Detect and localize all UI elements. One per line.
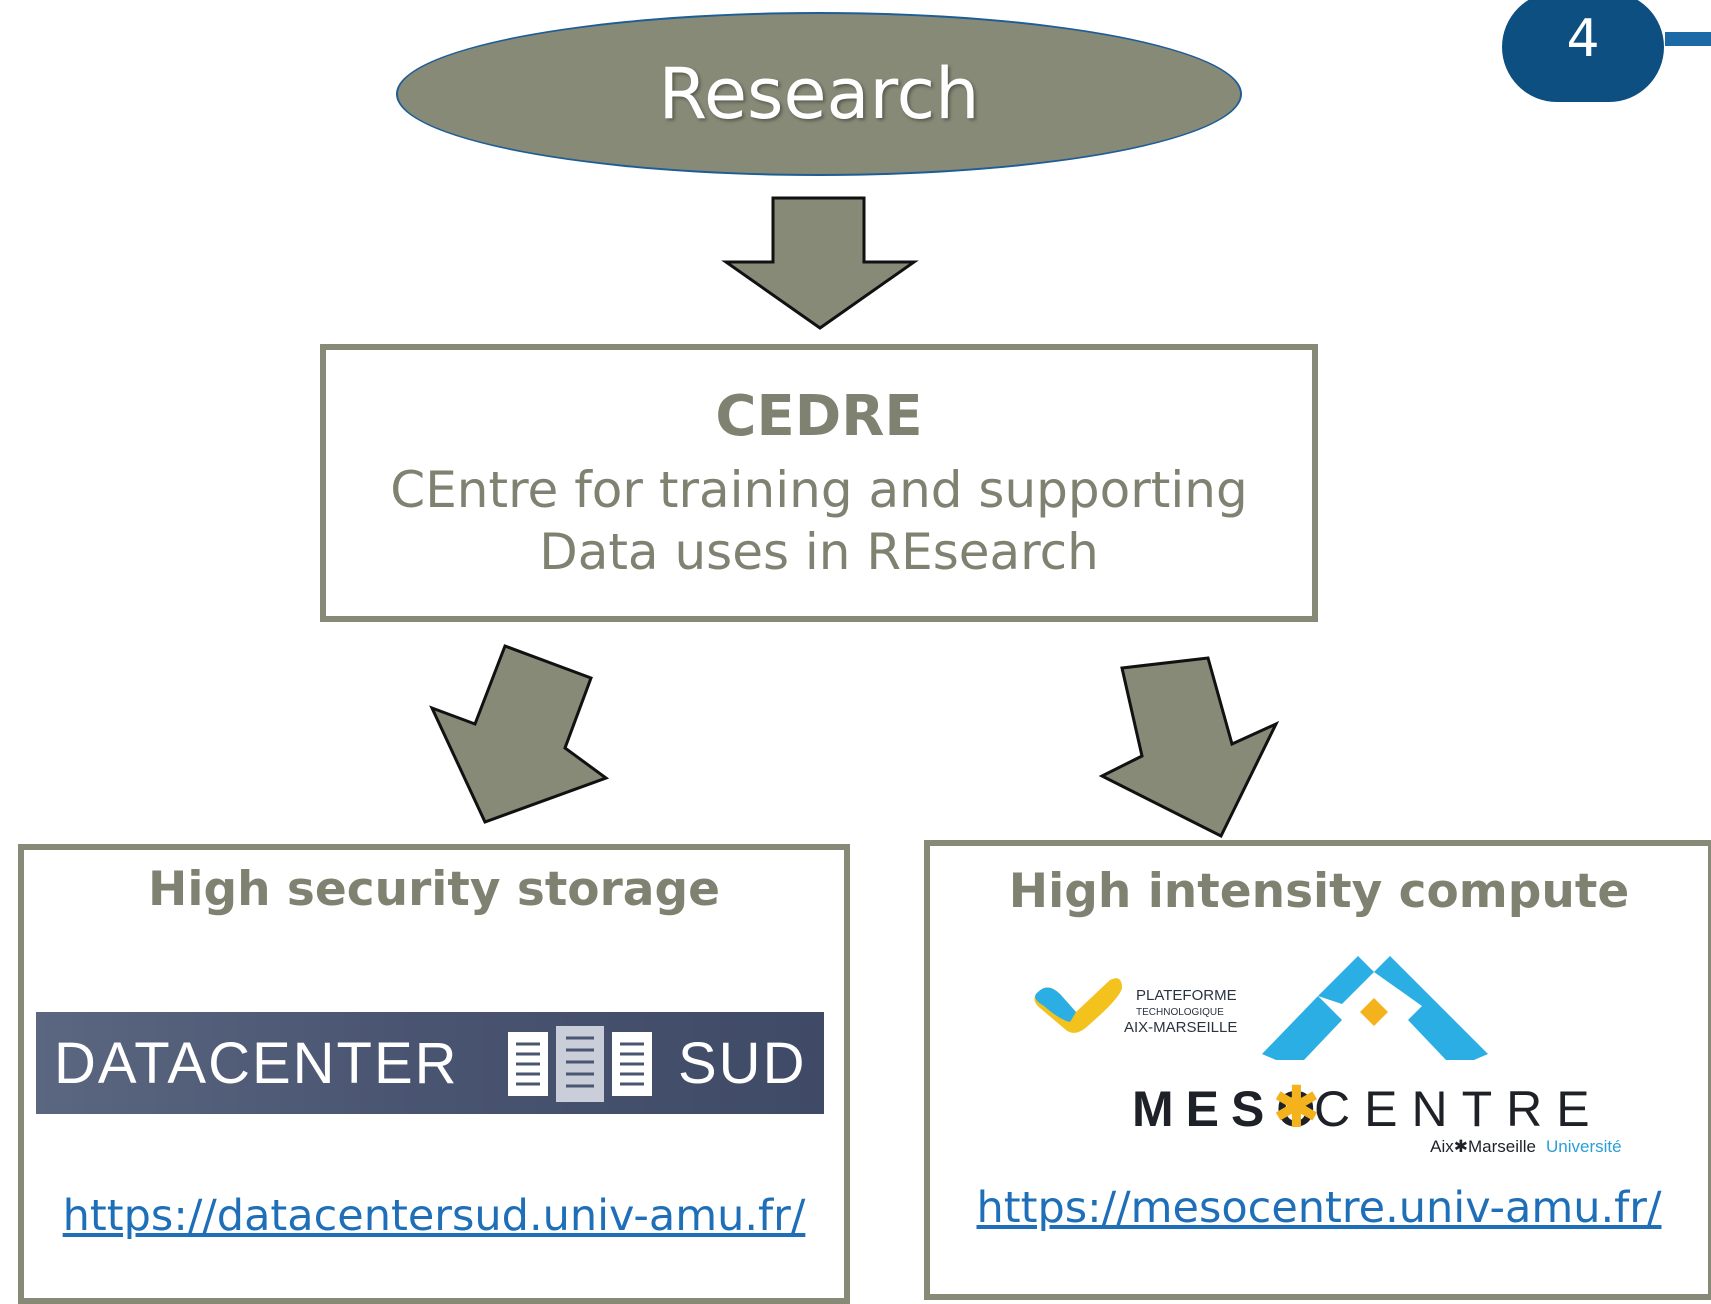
mesocentre-logo-centre: CENTRE xyxy=(1314,1081,1604,1137)
mesocentre-link[interactable]: https://mesocentre.univ-amu.fr/ xyxy=(976,1183,1662,1233)
page-number: 4 xyxy=(1566,9,1600,69)
mesocentre-logo-meso: MESO xyxy=(1132,1081,1328,1137)
datacenter-sud-logo xyxy=(36,1012,824,1114)
plateforme-check-icon xyxy=(1034,978,1122,1033)
server-racks-icon xyxy=(508,1026,652,1102)
plateforme-text-line2: TECHNOLOGIQUE xyxy=(1136,1007,1224,1018)
cedre-description-line1: CEntre for training and supporting xyxy=(390,461,1248,519)
datacenter-logo-text: DATACENTER xyxy=(54,1031,459,1096)
research-label: Research xyxy=(658,53,980,135)
cedre-title: CEDRE xyxy=(715,384,923,449)
datacenter-logo-text-sud: SUD xyxy=(678,1031,807,1096)
page-number-badge xyxy=(1502,0,1664,102)
plateforme-text-line3: AIX-MARSEILLE xyxy=(1124,1019,1238,1036)
amu-logo-text: Aix✱Marseille xyxy=(1430,1137,1536,1156)
arrow-down-left xyxy=(429,644,610,824)
storage-title: High security storage xyxy=(148,862,720,917)
arrow-down-right xyxy=(1098,656,1280,839)
plateforme-text-line1: PLATEFORME xyxy=(1136,987,1237,1004)
research-node xyxy=(396,12,1242,176)
compute-title: High intensity compute xyxy=(1008,864,1630,919)
datacenter-sud-link[interactable]: https://datacentersud.univ-amu.fr/ xyxy=(62,1191,806,1241)
mesocentre-star-icon: ✱ xyxy=(1272,1073,1321,1141)
arrow-down-center xyxy=(721,196,919,330)
header-accent-bar xyxy=(1665,32,1711,46)
compute-node xyxy=(924,840,1711,1300)
cedre-node xyxy=(320,344,1318,622)
cedre-description-line2: Data uses in REsearch xyxy=(539,523,1099,581)
mountain-peaks-icon xyxy=(1262,956,1488,1060)
amu-logo-text-universite: Université xyxy=(1546,1137,1622,1156)
